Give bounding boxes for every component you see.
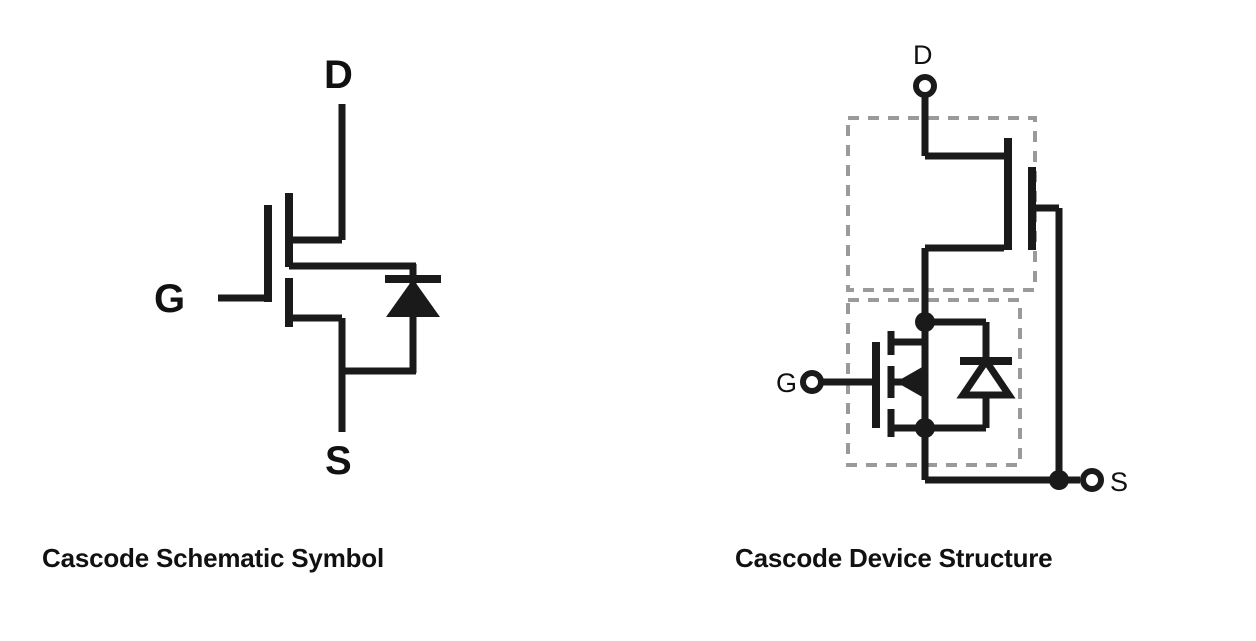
mosfet-bulk-arrow (896, 366, 924, 398)
left-source-label: S (325, 439, 352, 483)
right-gate-terminal-circle (800, 370, 824, 394)
right-caption: Cascode Device Structure (735, 543, 1052, 573)
body-diode-triangle (386, 279, 440, 317)
right-source-terminal-circle (1080, 468, 1104, 492)
dashed-box-mosfet (846, 298, 1022, 467)
left-panel-schematic-symbol: D G S Cascode Schematic Symbol (42, 53, 441, 573)
right-gate-label: G (776, 368, 797, 398)
right-drain-terminal-circle (913, 74, 937, 98)
left-caption: Cascode Schematic Symbol (42, 543, 384, 573)
right-body-diode-triangle (956, 354, 1016, 399)
source-junction-dot (1049, 470, 1069, 490)
left-gate-label: G (154, 277, 185, 321)
right-source-label: S (1110, 467, 1128, 497)
right-panel-device-structure: D G S Cascode Device Structure (735, 40, 1128, 573)
left-drain-label: D (324, 53, 353, 97)
right-drain-label: D (913, 40, 933, 70)
